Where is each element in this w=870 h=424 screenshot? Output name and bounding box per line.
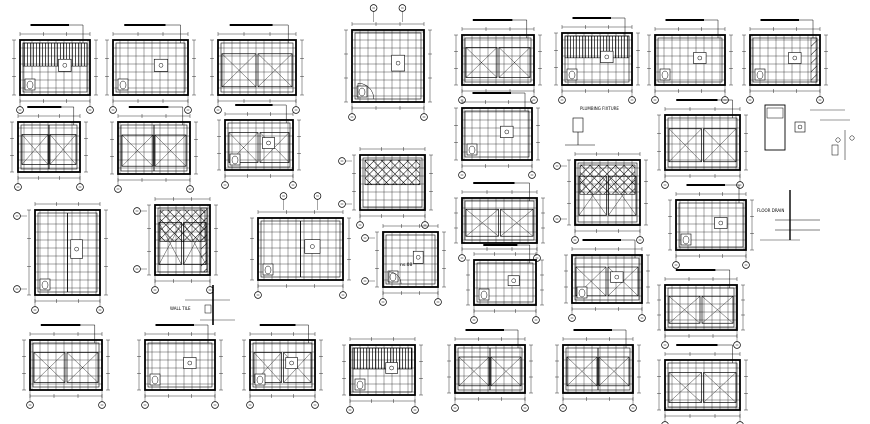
note-plumbing: PLUMBING FIXTURE [580,106,619,111]
plan-r1b [105,24,196,114]
plan-r1a [12,24,98,114]
plan-r3h [564,239,650,322]
plan-r2a [10,106,88,191]
plan-r3d [361,224,446,306]
plan-r4f [555,329,641,412]
plan-r1e [454,19,542,104]
plan-r4g [657,344,748,424]
plan-r2d [454,92,540,179]
plan-r4d [342,337,423,414]
plan-r4e [447,329,533,412]
room-tag: ns.08 [400,262,412,268]
plan-r3a [13,202,108,314]
plan-r3f [668,184,754,269]
plan-r2g [553,152,648,244]
plan-r2f [657,99,748,189]
plan-r3b [133,197,218,294]
plan-r1c [210,24,304,114]
plan-r2c [217,104,301,189]
plan-r4b [137,324,223,409]
floor-plan-group: ns.08 [10,4,855,424]
plan-r2e [338,147,433,229]
plan-r3e [454,182,545,262]
plan-r3g [466,244,544,324]
plan-r2b [110,106,198,193]
plan-r1h [742,19,828,104]
plan-r4c [242,324,323,409]
plan-r1g [647,19,733,104]
plan-r3c [250,192,351,299]
plan-r4a [22,324,110,409]
notes-group: PLUMBING FIXTURE FLOOR DRAIN WALL TILE [170,106,784,311]
plan-r1f [554,17,640,104]
plan-r3i [657,269,745,349]
note-floor-drain: FLOOR DRAIN [757,208,784,213]
plan-r1d [344,4,432,121]
note-wall-tile: WALL TILE [170,306,191,311]
detail-elevations [185,104,855,325]
